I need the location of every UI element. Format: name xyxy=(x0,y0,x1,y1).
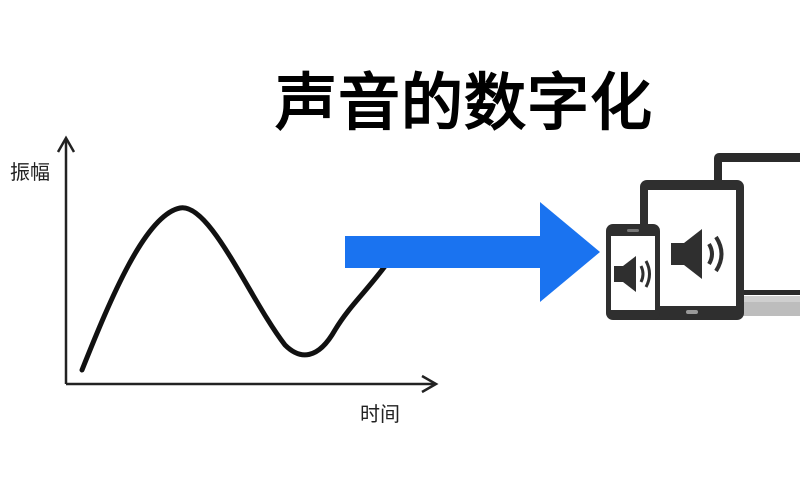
page-title: 声音的数字化 xyxy=(275,66,654,139)
speaker-icon xyxy=(671,229,724,279)
y-axis-label: 振幅 xyxy=(10,160,50,184)
phone-icon xyxy=(606,224,660,320)
x-axis-label: 时间 xyxy=(360,402,400,426)
speaker-icon xyxy=(614,256,651,292)
sound-wave-curve xyxy=(79,205,391,373)
x-axis-arrowhead xyxy=(421,374,439,394)
tablet-icon xyxy=(640,180,744,320)
y-axis-arrowhead xyxy=(56,135,76,153)
arrow-right-icon xyxy=(345,202,600,302)
axes xyxy=(56,135,439,394)
